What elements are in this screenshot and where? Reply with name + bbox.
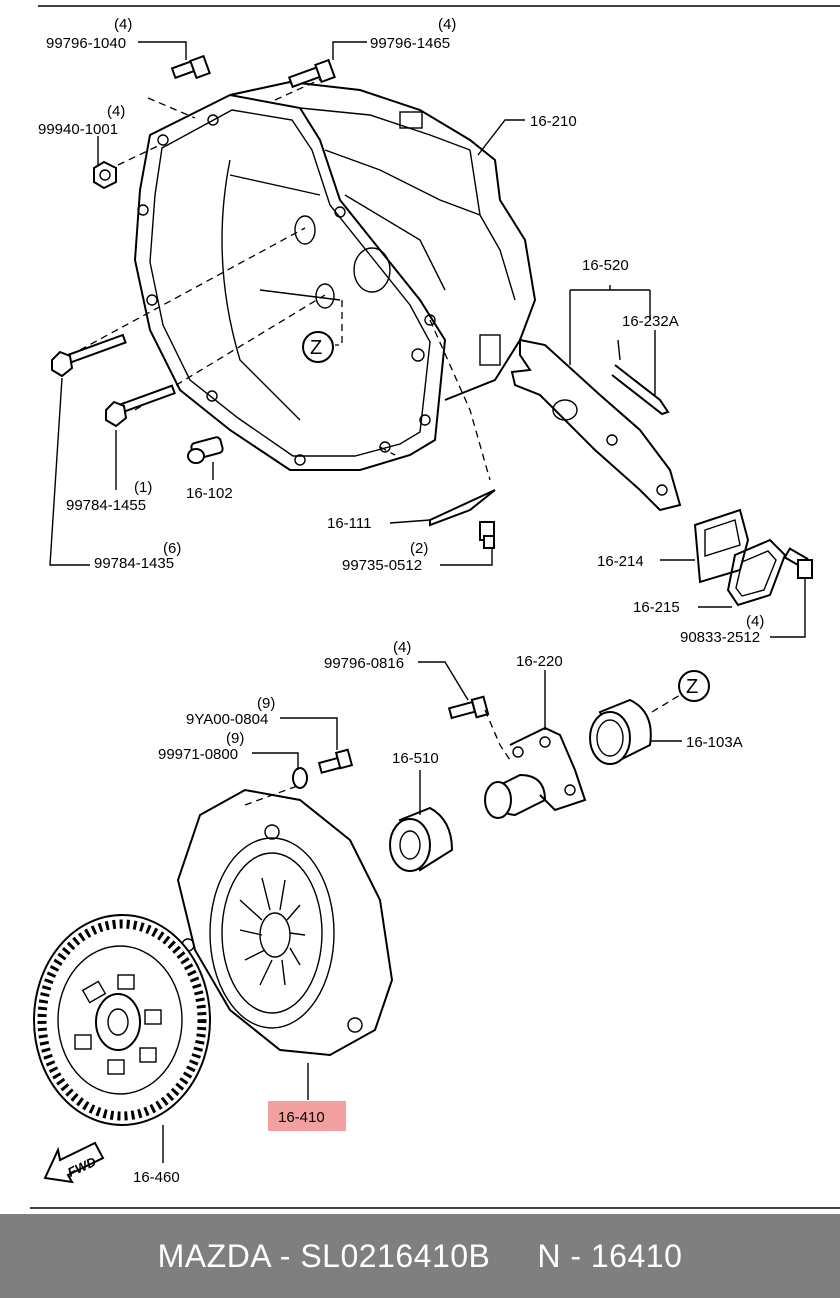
nut-99940-1001-drawing (93, 160, 117, 190)
part-labels: (4) 99796-1040 (4) 99796-1465 (4) 99940-… (38, 16, 764, 1186)
label-16-210: 16-210 (530, 113, 577, 130)
label-99796-1040: 99796-1040 (46, 35, 126, 52)
z-marker-2-label: Z (686, 676, 698, 698)
bolt-99796-1040-drawing (170, 54, 211, 80)
oil-seal-16-103a-drawing (589, 698, 652, 765)
bracket-16-111-drawing (429, 489, 496, 527)
qty-99796-0816: (4) (393, 639, 411, 656)
label-99735-0512: 99735-0512 (342, 557, 422, 574)
qty-99784-1435: (6) (163, 540, 181, 557)
label-16-215: 16-215 (633, 599, 680, 616)
qty-9ya00-0804: (9) (257, 695, 275, 712)
bolt-90833-2512-drawing (783, 547, 813, 579)
fwd-arrow-icon: FWD (43, 1141, 105, 1184)
qty-90833-2512: (4) (746, 613, 764, 630)
label-99796-0816: 99796-0816 (324, 655, 404, 672)
release-bearing-16-510-drawing (389, 806, 454, 872)
pressure-plate-16-410-drawing (176, 784, 394, 1057)
label-16-111: 16-111 (327, 515, 371, 532)
washer-99971-0800-drawing (292, 767, 308, 789)
bolt-99735-0512-drawing (479, 521, 495, 549)
label-16-214: 16-214 (597, 553, 644, 570)
qty-99796-1465: (4) (438, 16, 456, 33)
bolt-9ya00-0804-drawing (317, 748, 354, 774)
z-marker-2: Z (678, 670, 710, 702)
qty-99735-0512: (2) (410, 540, 428, 557)
label-99940-1001: 99940-1001 (38, 121, 118, 138)
fwd-label: FWD (65, 1154, 99, 1180)
label-99784-1455: 99784-1455 (66, 497, 146, 514)
label-9ya00-0804: 9YA00-0804 (186, 711, 268, 728)
clutch-housing-drawing (79, 74, 537, 481)
clutch-exploded-diagram: FWD Z Z ( (30, 5, 840, 1209)
qty-99971-0800: (9) (226, 730, 244, 747)
qty-99784-1455: (1) (134, 479, 152, 496)
label-16-220: 16-220 (516, 653, 563, 670)
bolt-99784-1435-drawing (51, 333, 127, 378)
qty-99940-1001: (4) (107, 103, 125, 120)
release-fork-drawing (510, 338, 682, 512)
footer-part-caption: MAZDA - SL0216410B N - 16410 (0, 1214, 840, 1298)
label-99784-1435: 99784-1435 (94, 555, 174, 572)
leader-lines (49, 41, 806, 1163)
bolt-99796-0816-drawing (447, 695, 490, 720)
z-marker-1-label: Z (310, 337, 322, 359)
highlight-16-410 (268, 1101, 346, 1131)
plate-16-215-drawing (726, 538, 787, 607)
bolt-99796-1465-drawing (287, 58, 336, 89)
boot-16-214-drawing (693, 508, 750, 584)
label-16-410: 16-410 (278, 1109, 325, 1126)
label-16-510: 16-510 (392, 750, 439, 767)
label-16-520: 16-520 (582, 257, 629, 274)
label-16-232a: 16-232A (622, 313, 679, 330)
label-16-102: 16-102 (186, 485, 233, 502)
guide-tube-16-220-drawing (484, 726, 587, 819)
qty-99796-1040: (4) (114, 16, 132, 33)
label-16-103a: 16-103A (686, 734, 743, 751)
clutch-disc-16-460-drawing (33, 914, 211, 1126)
label-99971-0800: 99971-0800 (158, 746, 238, 763)
label-90833-2512: 90833-2512 (680, 629, 760, 646)
label-16-460: 16-460 (133, 1169, 180, 1186)
bolt-99784-1455-drawing (105, 384, 176, 428)
pin-16-102-drawing (187, 436, 224, 464)
z-marker-1: Z (302, 331, 334, 363)
label-99796-1465: 99796-1465 (370, 35, 450, 52)
